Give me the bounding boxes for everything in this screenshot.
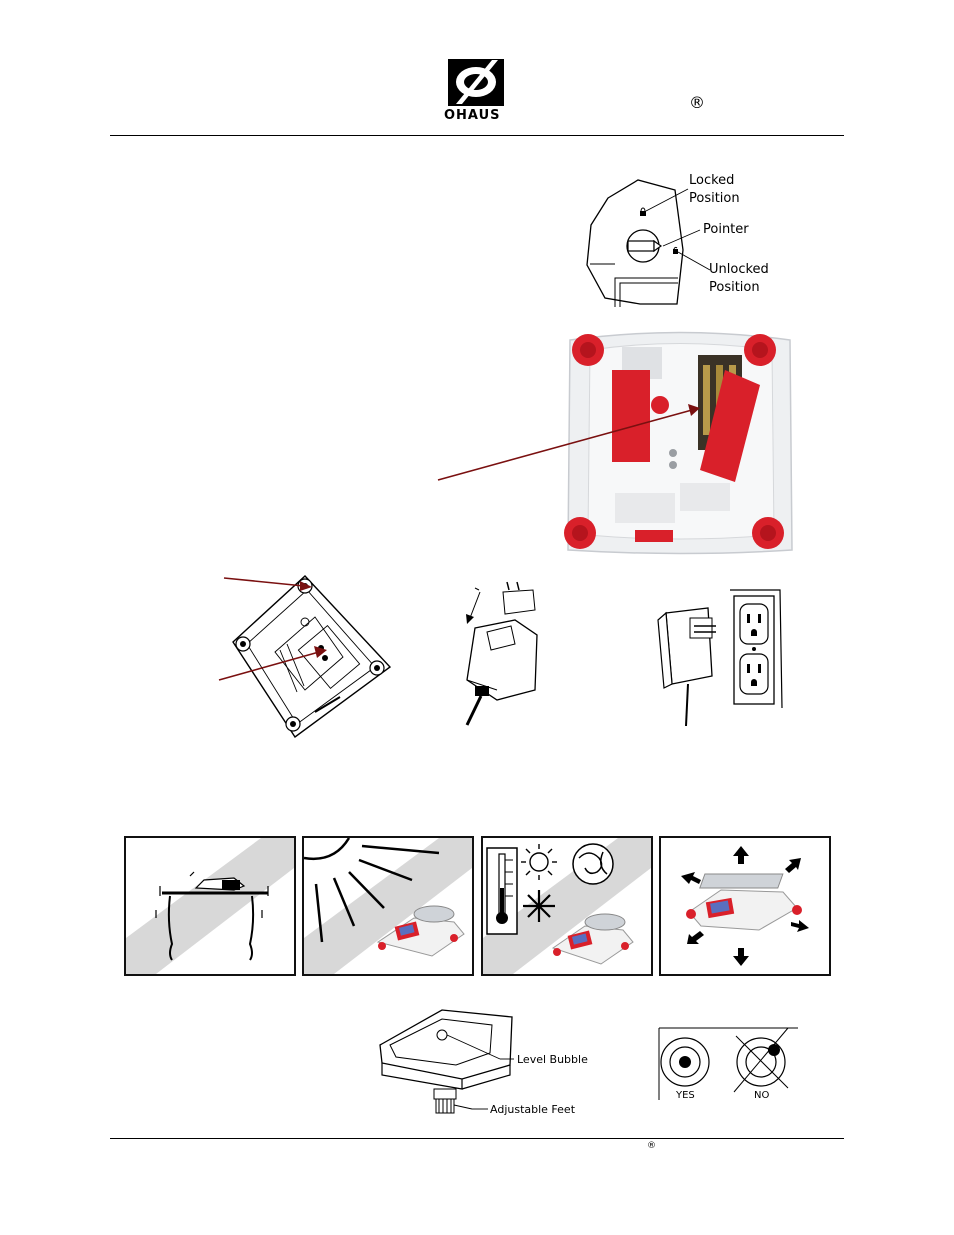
bubble-yes-no-diagram: YES NO: [658, 1026, 798, 1106]
locked-position-label-2: Position: [689, 191, 740, 206]
footer-rule: [110, 1138, 844, 1139]
locked-position-label-1: Locked: [689, 173, 735, 188]
level-bubble-drawing: Level Bubble Adjustable Feet: [372, 1005, 592, 1125]
logo-wordmark: OHAUS: [444, 108, 501, 123]
header-registered-mark: ®: [689, 93, 705, 112]
unlocked-position-label-2: Position: [709, 280, 760, 295]
pointer-label: Pointer: [703, 222, 749, 237]
battery-compartment-photo: [560, 325, 800, 560]
location-panel-vibration: [124, 836, 296, 976]
footer-registered-mark: ®: [647, 1141, 656, 1151]
location-panel-temperature: [481, 836, 653, 976]
transport-lock-diagram: Locked Position Pointer Unlocked Positio…: [585, 170, 785, 310]
level-bubble-label: Level Bubble: [517, 1053, 588, 1066]
location-panel-sunlight: [302, 836, 474, 976]
wall-outlet-drawing: [650, 588, 790, 728]
no-label: NO: [754, 1090, 770, 1101]
location-panel-space: [659, 836, 831, 976]
adjustable-feet-label: Adjustable Feet: [490, 1103, 576, 1116]
unlocked-position-label-1: Unlocked: [709, 262, 769, 277]
yes-label: YES: [676, 1090, 695, 1101]
battery-pointer-arrow: [437, 404, 700, 481]
ohaus-logo: OHAUS: [440, 56, 516, 126]
adapter-plug-drawing: [445, 580, 545, 730]
underside-bottom-arrow: [218, 646, 327, 681]
underside-top-arrow: [223, 577, 312, 591]
header-rule: [110, 135, 844, 136]
